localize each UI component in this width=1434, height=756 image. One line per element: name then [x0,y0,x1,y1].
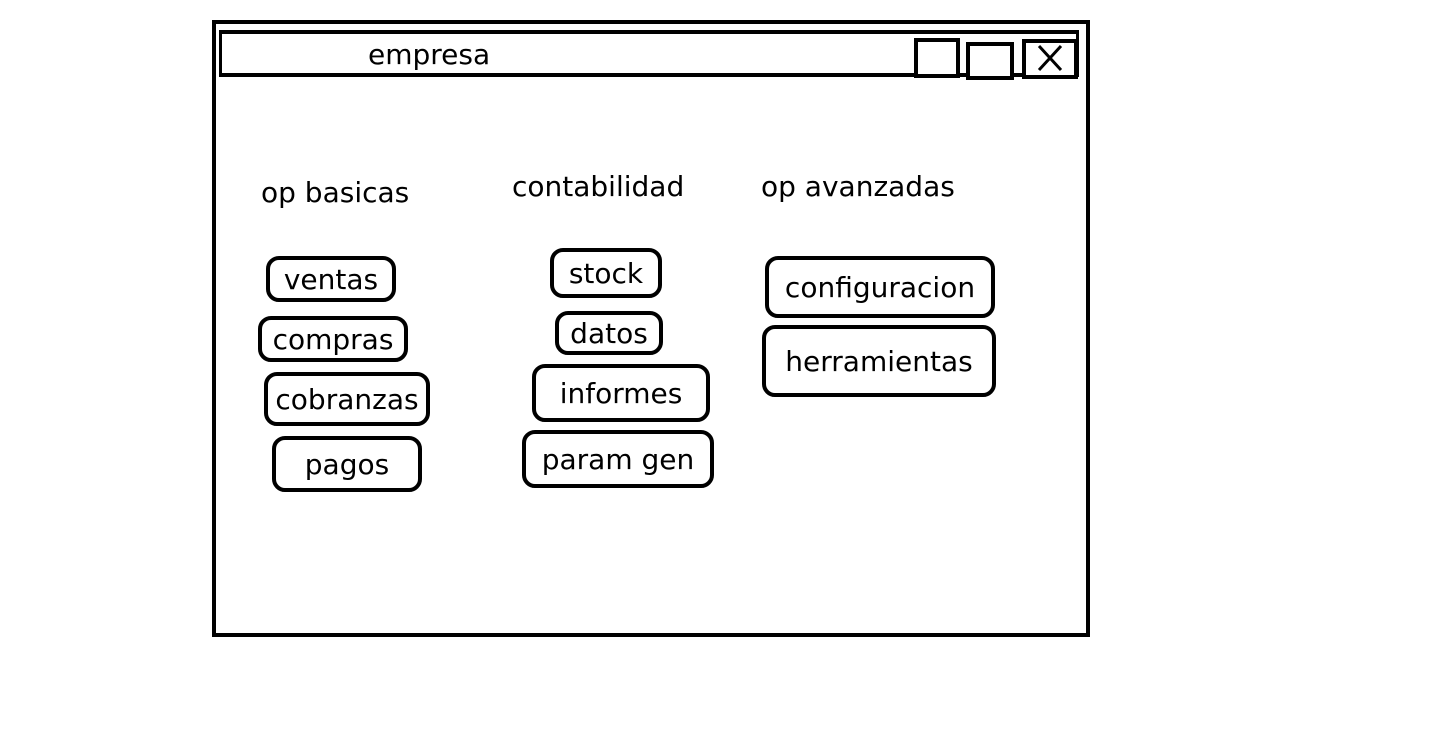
app-window: empresa [212,20,1090,637]
datos-button[interactable]: datos [555,311,663,355]
ventas-button[interactable]: ventas [266,256,396,302]
window-title: empresa [368,38,491,71]
group-heading-contabilidad: contabilidad [512,170,685,203]
informes-button[interactable]: informes [532,364,710,422]
close-button[interactable] [1022,39,1078,79]
minimize-button[interactable] [914,38,960,78]
close-icon [1037,44,1063,72]
stock-button[interactable]: stock [550,248,662,298]
pagos-button[interactable]: pagos [272,436,422,492]
group-heading-op-basicas: op basicas [261,176,410,209]
herramientas-button[interactable]: herramientas [762,325,996,397]
title-bar: empresa [219,30,1079,80]
compras-button[interactable]: compras [258,316,408,362]
cobranzas-button[interactable]: cobranzas [264,372,430,426]
param-gen-button[interactable]: param gen [522,430,714,488]
maximize-button[interactable] [966,42,1014,80]
group-heading-op-avanzadas: op avanzadas [761,170,955,203]
configuracion-button[interactable]: configuracion [765,256,995,318]
